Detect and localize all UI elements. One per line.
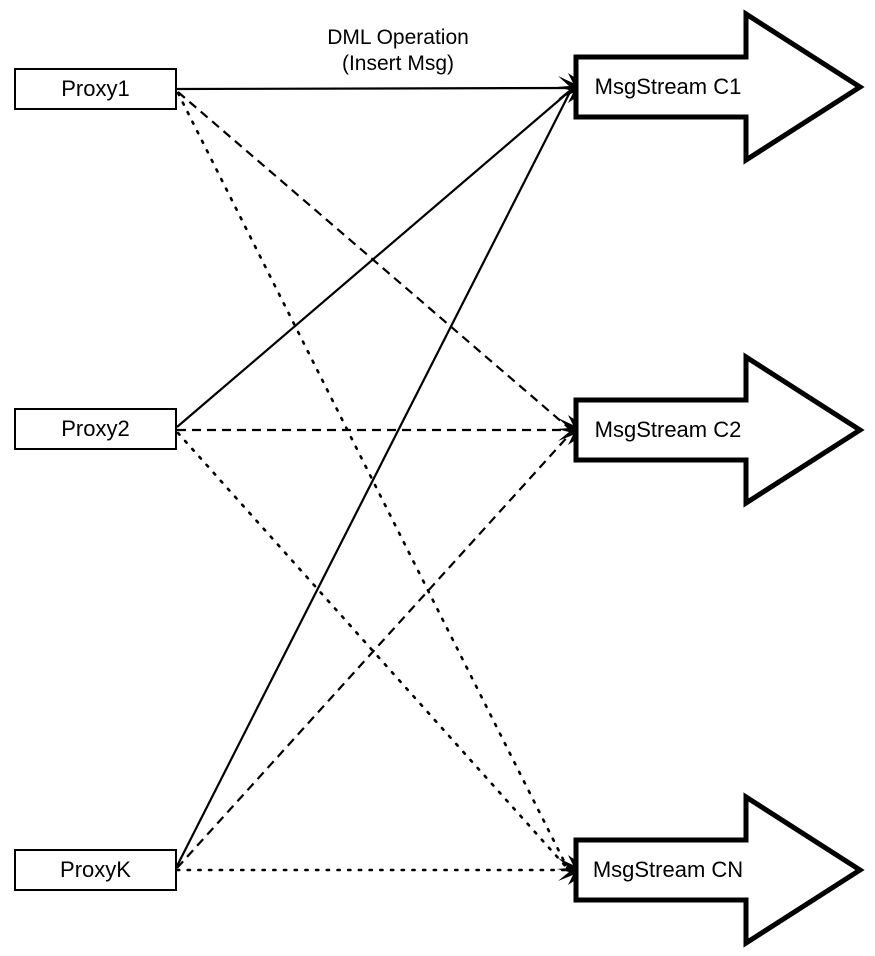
- arrowheads-layer: [557, 73, 590, 885]
- stream-arrow-shape-cn: [573, 792, 865, 948]
- edges-layer: [175, 86, 573, 872]
- proxy-node-proxy2[interactable]: Proxy2: [14, 408, 177, 450]
- edge-proxyK-to-c1: [176, 91, 571, 867]
- stream-label-c1: MsgStream C1: [595, 74, 742, 99]
- proxy-label-proxyK: ProxyK: [60, 857, 131, 882]
- edge-proxy1-to-c2: [177, 91, 571, 430]
- stream-arrow-shape-c2: [573, 352, 865, 508]
- edge-line-solid: [176, 91, 571, 867]
- edge-line-dotted: [176, 431, 570, 871]
- proxy-node-proxy1[interactable]: Proxy1: [14, 68, 177, 110]
- stream-label-c2: MsgStream C2: [595, 417, 742, 442]
- proxy-node-proxyK[interactable]: ProxyK: [14, 849, 177, 891]
- edge-line-solid: [175, 86, 573, 91]
- stream-c2[interactable]: MsgStream C2: [573, 352, 865, 508]
- proxy-box-proxy1: [14, 68, 177, 110]
- edge-proxy2-to-c1: [176, 89, 572, 428]
- edge-line-solid: [176, 89, 572, 428]
- dml-operation-annotation: DML Operation (Insert Msg): [327, 26, 469, 75]
- edge-proxy1-to-c1: [175, 86, 573, 91]
- streams-layer: MsgStream C1 MsgStream C2 MsgStream CN: [573, 9, 865, 948]
- proxy-box-proxyK: [14, 849, 177, 891]
- edge-proxy2-to-cn: [176, 431, 570, 871]
- proxy-label-proxy2: Proxy2: [61, 416, 129, 441]
- stream-c1[interactable]: MsgStream C1: [573, 9, 865, 165]
- annotation-line-1: DML Operation: [327, 26, 469, 49]
- proxy-label-proxy1: Proxy1: [61, 76, 129, 101]
- stream-cn[interactable]: MsgStream CN: [573, 792, 865, 948]
- annotation-line-2: (Insert Msg): [342, 52, 454, 75]
- edge-line-dashed: [177, 91, 571, 430]
- proxy-box-proxy2: [14, 408, 177, 450]
- stream-label-cn: MsgStream CN: [593, 857, 743, 882]
- edge-line-dashed: [176, 432, 572, 869]
- stream-arrow-shape-c1: [573, 9, 865, 165]
- edge-proxyK-to-c2: [176, 432, 572, 869]
